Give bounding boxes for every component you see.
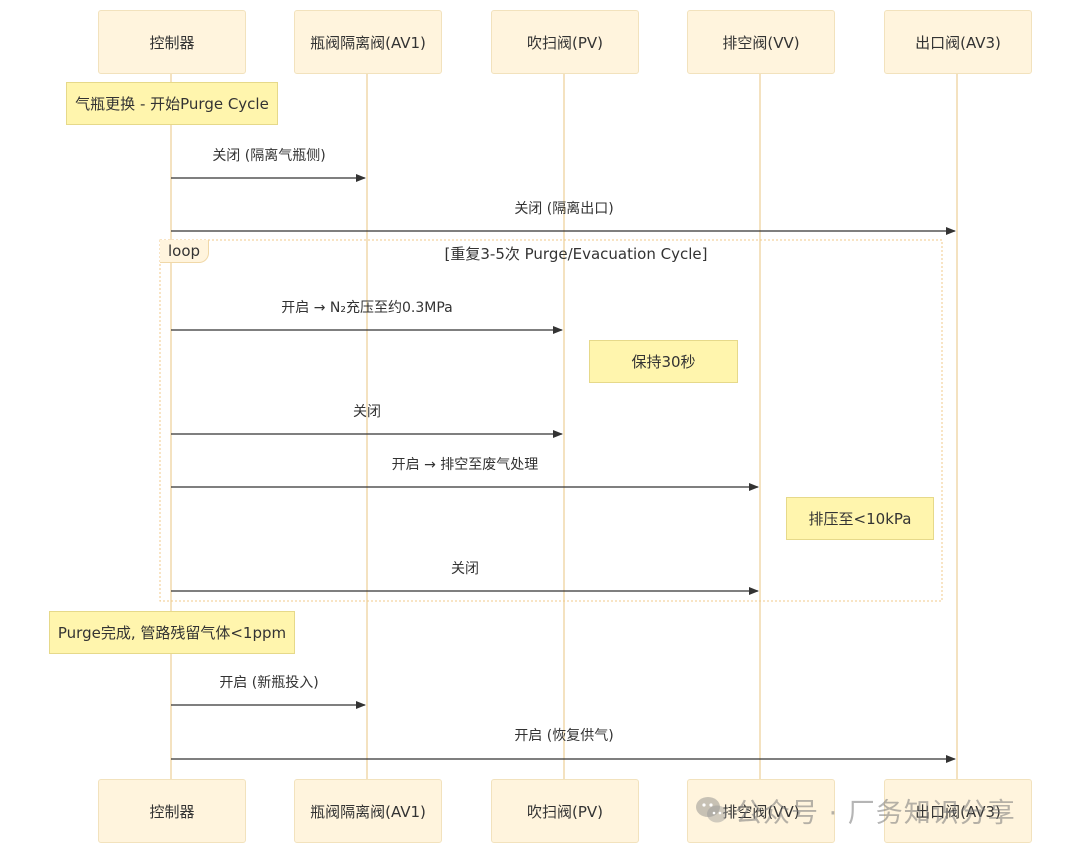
participant-bottom-av3: 出口阀(AV3) [884, 779, 1032, 843]
message-label: 开启 → N₂充压至约0.3MPa [281, 300, 453, 316]
watermark: 公众号 · 厂务知识分享 [695, 790, 1016, 830]
participant-bottom-pv: 吹扫阀(PV) [491, 779, 639, 843]
message-label: 关闭 (隔离气瓶侧) [212, 148, 326, 164]
participant-bottom-vv: 排空阀(VV) [687, 779, 835, 843]
message-label: 开启 (恢复供气) [514, 728, 614, 744]
message-label: 关闭 (隔离出口) [514, 201, 614, 217]
participant-top-controller: 控制器 [98, 10, 246, 74]
participant-top-pv: 吹扫阀(PV) [491, 10, 639, 74]
message-label: 开启 (新瓶投入) [219, 675, 319, 691]
message-label: 开启 → 排空至废气处理 [391, 457, 539, 473]
loop-frame [159, 239, 943, 602]
participant-bottom-av1: 瓶阀隔离阀(AV1) [294, 779, 442, 843]
note-hold: 保持30秒 [589, 340, 738, 383]
loop-label: loop [160, 240, 209, 263]
loop-condition: [重复3-5次 Purge/Evacuation Cycle] [444, 245, 708, 263]
wechat-icon [696, 797, 727, 823]
participant-bottom-controller: 控制器 [98, 779, 246, 843]
participant-top-av1: 瓶阀隔离阀(AV1) [294, 10, 442, 74]
message-label: 关闭 [451, 561, 479, 577]
message-label: 关闭 [353, 404, 381, 420]
note-vent: 排压至<10kPa [786, 497, 934, 540]
note-start-purge: 气瓶更换 - 开始Purge Cycle [66, 82, 278, 125]
watermark-text: 公众号 · 厂务知识分享 [735, 797, 1016, 829]
participant-top-vv: 排空阀(VV) [687, 10, 835, 74]
participant-top-av3: 出口阀(AV3) [884, 10, 1032, 74]
note-purge-done: Purge完成, 管路残留气体<1ppm [49, 611, 295, 654]
